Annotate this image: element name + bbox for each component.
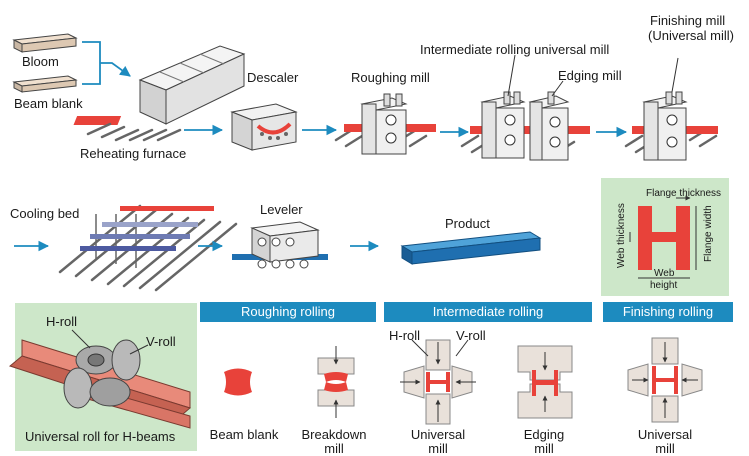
flange-width-label: Flange width bbox=[703, 205, 714, 262]
product-beam-shape bbox=[400, 231, 542, 265]
intermediate-universal-section-shape bbox=[400, 339, 476, 425]
web-height-label-line1: Web bbox=[654, 268, 675, 279]
section-h-roll-label: H-roll bbox=[389, 328, 421, 343]
beam-blank-label: Beam blank bbox=[14, 96, 83, 111]
finishing-universal-section-shape bbox=[627, 337, 703, 423]
section-finishing-universal-label-line1: Universal bbox=[637, 427, 693, 442]
web-height-label-line2: height bbox=[650, 280, 678, 291]
universal-roll-drawing bbox=[8, 329, 192, 429]
finishing-leader-line bbox=[671, 57, 679, 93]
feed-connector-arrow bbox=[82, 41, 131, 85]
finishing-mill-label: Finishing mill bbox=[650, 13, 726, 28]
section-edging-label-line2: mill bbox=[534, 441, 554, 456]
section-universal-label-line2: mill bbox=[428, 441, 448, 456]
universal-roll-caption: Universal roll for H-beams bbox=[25, 429, 176, 444]
section-breakdown-label-line2: mill bbox=[324, 441, 344, 456]
edging-mill-shape bbox=[528, 91, 570, 161]
leveler-label: Leveler bbox=[260, 202, 303, 217]
beam-blank-block-shape bbox=[12, 75, 78, 93]
roughing-rolling-banner: Roughing rolling bbox=[200, 302, 376, 322]
finishing-mill-sublabel: (Universal mill) bbox=[648, 28, 734, 43]
h-beam-section-shape bbox=[629, 195, 697, 279]
breakdown-mill-section-shape bbox=[317, 346, 355, 418]
bloom-label: Bloom bbox=[22, 54, 59, 69]
section-edging-label-line1: Edging bbox=[523, 427, 565, 442]
section-beam-blank-label: Beam blank bbox=[209, 427, 279, 442]
edging-leader-line bbox=[551, 80, 564, 97]
h-roll-label: H-roll bbox=[46, 314, 78, 329]
edging-mill-section-shape bbox=[517, 345, 573, 419]
product-label: Product bbox=[445, 216, 490, 231]
beam-blank-section-shape bbox=[224, 368, 252, 396]
section-finishing-universal-label-line2: mill bbox=[655, 441, 675, 456]
reheating-furnace-shape bbox=[73, 45, 246, 125]
roughing-mill-shape bbox=[334, 93, 436, 155]
flange-thickness-label: Flange thickness bbox=[646, 188, 722, 199]
descaler-label: Descaler bbox=[247, 70, 299, 85]
intermediate-rolling-banner: Intermediate rolling bbox=[384, 302, 592, 322]
bloom-block-shape bbox=[12, 33, 78, 53]
v-roll-label: V-roll bbox=[146, 334, 176, 349]
furnace-roller-table bbox=[86, 122, 182, 142]
finishing-mill-shape bbox=[624, 91, 718, 161]
intermediate-mill-label: Intermediate rolling universal mill bbox=[420, 42, 610, 57]
section-universal-label-line1: Universal bbox=[410, 427, 466, 442]
cooling-bed-label: Cooling bed bbox=[10, 206, 80, 221]
cooling-bed-shape bbox=[58, 204, 238, 292]
intermediate-leader-line bbox=[507, 54, 516, 97]
leveler-shape bbox=[232, 221, 328, 269]
reheating-furnace-label: Reheating furnace bbox=[80, 146, 187, 161]
section-breakdown-label-line1: Breakdown bbox=[301, 427, 367, 442]
intermediate-mill-shape bbox=[460, 91, 590, 159]
descaler-shape bbox=[230, 103, 298, 151]
finishing-rolling-banner: Finishing rolling bbox=[603, 302, 733, 322]
edging-mill-label: Edging mill bbox=[558, 68, 622, 83]
roughing-mill-label: Roughing mill bbox=[351, 70, 430, 85]
web-thickness-label: Web thickness bbox=[616, 203, 627, 268]
section-v-roll-label: V-roll bbox=[456, 328, 486, 343]
